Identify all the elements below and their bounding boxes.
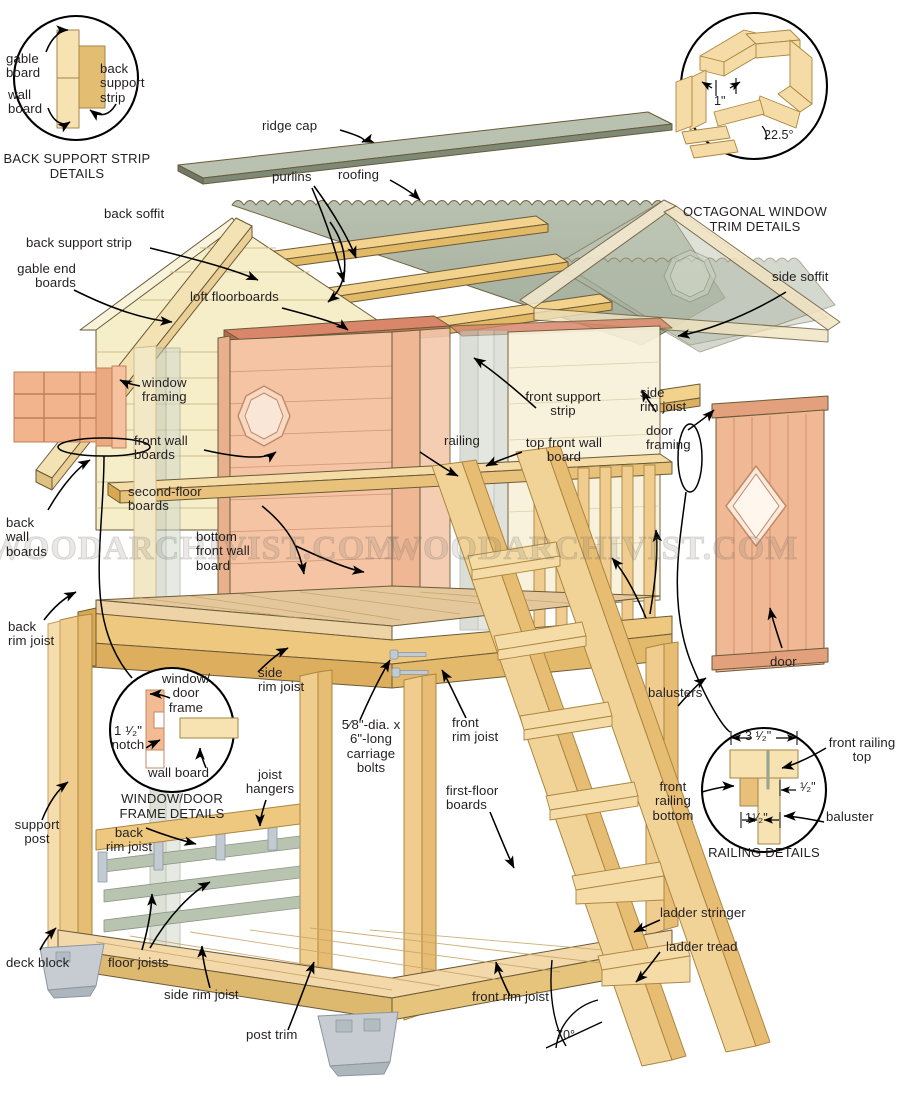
label-wall-board-detail: wall board [8,87,43,117]
label-bottom-front-wall-board: bottom front wall board [196,529,250,573]
leader-curves [57,423,731,1049]
octagonal-window-ghost [663,249,717,303]
caption-back-support-strip: BACK SUPPORT STRIP DETAILS [0,151,154,181]
label-roofing: roofing [338,167,380,182]
label-first-floor-boards: first-floor boards [446,783,499,813]
label-ladder-stringer: ladder stringer [660,905,746,920]
label-deck-block: deck block [6,955,70,970]
label-front-rim-joist-mid: front rim joist [452,715,499,745]
label-loft-floorboards: loft floorboards [190,289,279,304]
detail-circle-octagonal-window [675,11,829,161]
label-back-wall-boards: back wall boards [6,515,47,559]
label-carriage-bolts: 5⁄8"-dia. x 6"-long carriage bolts [341,717,401,775]
caption-line-2: TRIM DETAILS [709,218,801,234]
caption-line-2: FRAME DETAILS [119,805,225,821]
label-back-support-strip-detail: back support strip [100,61,145,105]
first-floor-framing [95,803,301,933]
caption-window-door-frame: WINDOW/DOOR FRAME DETAILS [92,791,252,821]
caption-octagonal-window-trim: OCTAGONAL WINDOW TRIM DETAILS [662,204,848,234]
label-top-front-wall-board: top front wall board [525,435,603,465]
caption-line-1: OCTAGONAL WINDOW [682,204,828,219]
ridge-cap-part [177,111,673,185]
dimension-22p5-deg: 22.5° [764,128,794,142]
label-back-rim-joist-upper: back rim joist [8,619,55,649]
label-side-rim-joist-upper: side rim joist [640,385,687,415]
label-front-railing-top: front railing top [828,735,896,765]
label-support-post: support post [14,817,60,847]
dimension-3-half: 3 ¹⁄₂" [745,729,772,743]
deck-blocks [39,943,399,1077]
label-side-rim-joist-lower: side rim joist [164,987,239,1002]
dimension-1-inch: 1" [714,94,726,108]
label-post-trim: post trim [246,1027,298,1042]
label-front-railing-bottom: front railing bottom [652,779,694,823]
leader-lines [39,25,827,1031]
window-framing-part [13,365,127,449]
label-ladder-angle: 70° [556,1028,576,1042]
label-front-support-strip: front support strip [525,389,601,419]
label-back-support-strip: back support strip [26,235,132,250]
label-front-wall-boards: front wall boards [134,433,188,463]
label-back-soffit: back soffit [104,206,165,221]
label-railing: railing [444,433,480,448]
label-side-rim-joist-mid: side rim joist [258,665,305,695]
label-baluster: baluster [826,809,874,824]
caption-line-2: DETAILS [49,165,105,181]
label-ridge-cap: ridge cap [262,118,318,133]
ladder-angle-arc [555,999,599,1049]
carriage-bolts-part [389,649,429,678]
first-floor-deck [57,927,673,1021]
dimension-half: ¹⁄₂" [800,780,816,794]
dimension-1-half: 1¹⁄₂" [745,811,768,825]
label-side-soffit: side soffit [772,269,829,284]
label-balusters: balusters [648,685,703,700]
detail-circle-back-support-strip [12,14,140,142]
label-gable-board: gable board [6,51,41,81]
label-back-rim-joist-lower: back rim joist [105,825,153,855]
side-soffit-part [519,199,841,343]
caption-line-1: WINDOW/DOOR [121,791,223,806]
ladder-part [431,445,771,1067]
label-second-floor-boards: second-floor boards [128,484,202,514]
label-front-rim-joist-lower: front rim joist [472,989,549,1004]
caption-line-1: RAILING DETAILS [708,845,820,860]
label-purlins: purlins [272,169,312,184]
label-joist-hangers: joist hangers [245,767,295,797]
label-gable-end-boards: gable end boards [17,261,76,291]
octagonal-window-front [237,385,291,447]
label-window-framing: window framing [142,375,187,405]
label-wall-board-frame-detail: wall board [148,765,210,780]
caption-line-1: BACK SUPPORT STRIP [3,151,151,166]
label-window-door-frame: window/ door frame [161,671,211,715]
label-ladder-tread: ladder tread [666,939,738,954]
caption-railing-details: RAILING DETAILS [684,845,844,861]
detail-circle-railing [700,726,828,854]
label-floor-joists: floor joists [108,955,169,970]
label-door: door [770,654,797,669]
label-notch-dimension: 1 ¹⁄₂" notch [111,723,145,753]
label-door-framing: door framing [646,423,691,453]
side-rim-joist-upper-part [659,383,701,413]
door-part [711,395,829,673]
support-posts [47,613,679,1021]
